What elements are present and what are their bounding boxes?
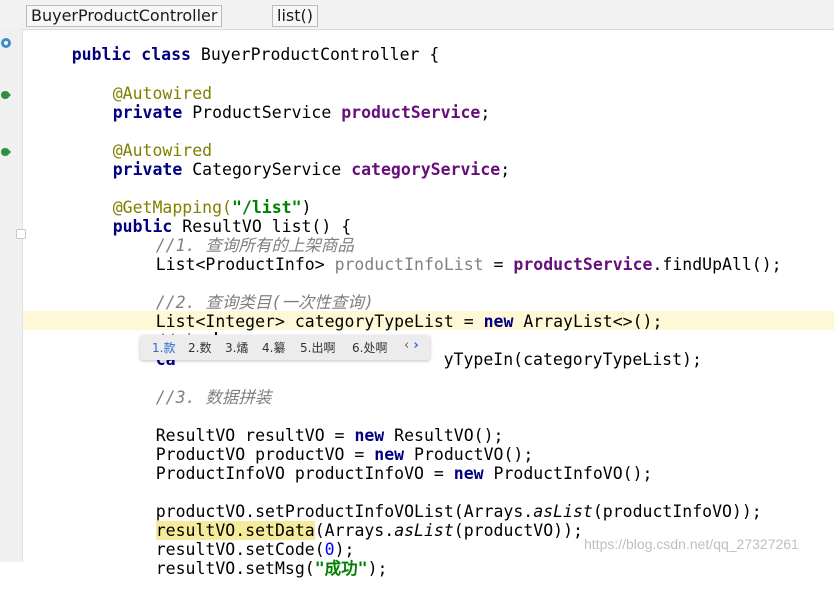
code-text: = <box>483 255 514 274</box>
keyword: new <box>483 312 514 331</box>
ime-candidate-2[interactable]: 2.数 <box>188 341 212 355</box>
static-method: asList <box>394 521 454 540</box>
field: categoryService <box>351 160 501 179</box>
code-line[interactable]: //1. 查询所有的上架商品 <box>116 216 354 255</box>
code-line[interactable]: private ProductService productService; <box>73 83 491 122</box>
code-text: ProductInfoVO productInfoVO = <box>155 464 454 483</box>
comment: //3. 数据拼装 <box>155 388 272 407</box>
code-text: ProductService <box>182 103 342 122</box>
code-line[interactable]: //2. 查询类目(一次性查询) <box>116 273 374 312</box>
chevron-left-icon[interactable]: ‹ <box>404 338 410 353</box>
code-text: .findUpAll(); <box>652 255 782 274</box>
code-text: List<ProductInfo> <box>155 255 335 274</box>
chevron-right-icon[interactable]: › <box>413 338 419 353</box>
annotation: @GetMapping( <box>112 198 232 217</box>
code-text: ProductVO(); <box>404 445 534 464</box>
number-literal: 0 <box>324 540 335 559</box>
watermark: https://blog.csdn.net/qq_27327261 <box>584 536 799 552</box>
code-line[interactable]: //3. 数据拼装 <box>116 368 272 407</box>
comment: //1. 查询所有的上架商品 <box>155 236 354 255</box>
code-line[interactable]: List<Integer> categoryTypeList = new Arr… <box>116 292 663 331</box>
highlighted-call: resultVO.setData <box>155 521 315 540</box>
code-line[interactable]: resultVO.setCode(0); <box>116 520 355 559</box>
code-line[interactable]: resultVO.setData(Arrays.asList(productVO… <box>116 501 583 540</box>
code-line[interactable]: @Autowired <box>73 121 212 160</box>
keyword: new <box>354 426 385 445</box>
ime-candidate-3[interactable]: 3.燏 <box>225 341 249 355</box>
code-text: yTypeIn(categoryTypeList); <box>443 350 702 369</box>
annotation: @Autowired <box>112 84 213 103</box>
ime-candidate-4[interactable]: 4.纂 <box>262 341 286 355</box>
ime-candidate-1[interactable]: 1.款 <box>152 341 176 355</box>
ime-candidate-6[interactable]: 6.处啊 <box>352 341 388 355</box>
breadcrumb-class[interactable]: BuyerProductController <box>26 5 223 27</box>
breadcrumb-method[interactable]: list() <box>272 5 318 27</box>
code-text: ; <box>480 103 491 122</box>
code-line[interactable]: ResultVO resultVO = new ResultVO(); <box>116 406 504 445</box>
static-method: asList <box>533 502 593 521</box>
fold-marker-icon[interactable] <box>16 229 26 239</box>
code-text: (Arrays. <box>314 521 395 540</box>
field: productService <box>341 103 481 122</box>
code-line-current[interactable]: //chua <box>116 311 218 350</box>
keyword: private <box>112 160 183 179</box>
field: productService <box>513 255 653 274</box>
code-text: ) <box>301 198 312 217</box>
ime-candidate-5[interactable]: 5.出啊 <box>300 341 336 355</box>
keyword: private <box>112 103 183 122</box>
keyword: public class <box>71 45 191 64</box>
keyword: public <box>112 217 173 236</box>
code-text: ProductVO productVO = <box>155 445 375 464</box>
code-text: BuyerProductController { <box>190 45 440 64</box>
code-text: (productInfoVO)); <box>592 502 762 521</box>
code-text: ProductInfoVO(); <box>483 464 653 483</box>
code-line[interactable]: productVO.setProductInfoVOList(Arrays.as… <box>116 482 762 521</box>
ime-page-arrows[interactable]: ‹ › <box>404 338 419 353</box>
comment: //2. 查询类目(一次性查询) <box>155 293 374 312</box>
code-text: List<Integer> categoryTypeList = <box>155 312 484 331</box>
string-literal: "/list" <box>231 198 302 217</box>
bean-injection-icon[interactable] <box>0 89 12 101</box>
code-line[interactable]: @GetMapping("/list") <box>73 178 312 217</box>
code-line[interactable]: public class BuyerProductController { <box>32 25 440 64</box>
code-line[interactable]: resultVO.setMsg("成功"); <box>116 539 388 578</box>
editor-gutter <box>0 29 26 562</box>
code-text: resultVO.setCode( <box>155 540 325 559</box>
code-line[interactable]: List<ProductInfo> productInfoList = prod… <box>116 235 782 274</box>
code-line[interactable]: @Autowired <box>73 64 212 103</box>
ime-candidate-popup[interactable]: 1.款 2.数 3.燏 4.纂 5.出啊 6.处啊 ‹ › <box>140 335 430 360</box>
class-icon[interactable] <box>0 37 12 49</box>
code-text: ArrayList<>(); <box>513 312 663 331</box>
code-line[interactable]: ProductVO productVO = new ProductVO(); <box>116 425 534 464</box>
code-text: ResultVO list() { <box>172 217 352 236</box>
code-text: productVO.setProductInfoVOList(Arrays. <box>155 502 534 521</box>
annotation: @Autowired <box>112 141 213 160</box>
keyword: new <box>453 464 484 483</box>
code-text: (productVO)); <box>453 521 583 540</box>
bean-injection-icon[interactable] <box>0 146 12 158</box>
code-text: ResultVO resultVO = <box>155 426 355 445</box>
current-line-highlight <box>23 311 834 330</box>
code-text: CategoryService <box>182 160 352 179</box>
code-text: ; <box>500 160 511 179</box>
code-text: ); <box>334 540 355 559</box>
keyword: new <box>374 445 405 464</box>
code-line[interactable]: public ResultVO list() { <box>73 197 351 236</box>
breadcrumb-bar: BuyerProductController list() <box>0 0 834 30</box>
code-line[interactable]: private CategoryService categoryService; <box>73 140 510 179</box>
code-text: ResultVO(); <box>384 426 504 445</box>
unused-variable: productInfoList <box>334 255 484 274</box>
code-line[interactable]: ProductInfoVO productInfoVO = new Produc… <box>116 444 653 483</box>
